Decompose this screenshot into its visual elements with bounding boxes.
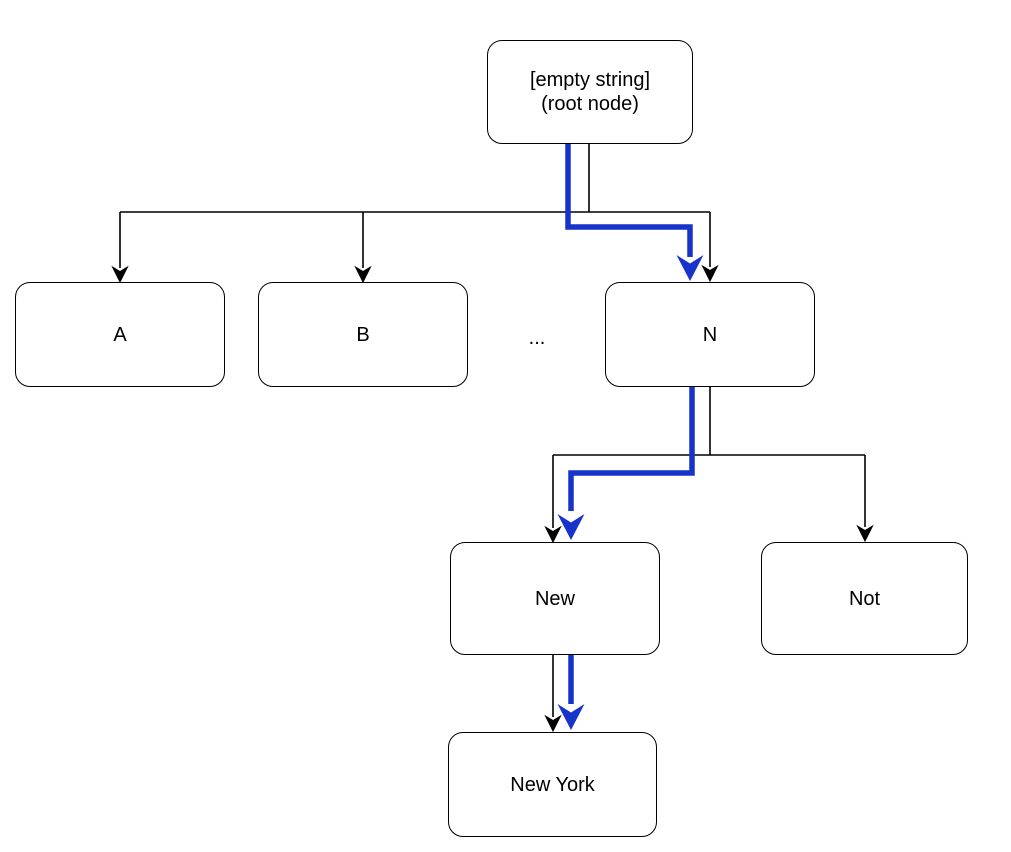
node-new-york: New York [448, 732, 657, 837]
node-not-label: Not [848, 587, 881, 610]
node-b: B [258, 282, 468, 387]
arrowhead-to-n [701, 264, 719, 283]
arrowhead-to-not [856, 524, 874, 543]
node-n-label: N [702, 323, 718, 346]
node-a-label: A [113, 323, 127, 346]
node-not: Not [761, 542, 968, 655]
arrowhead-to-new [544, 525, 562, 544]
node-new-label: New [534, 587, 575, 610]
node-root: [empty string] (root node) [487, 40, 693, 144]
node-new: New [450, 542, 660, 655]
highlight-arrowhead-new [557, 514, 585, 540]
ellipsis-label: ... [528, 326, 546, 349]
highlight-path-root-to-n [565, 143, 693, 257]
node-a: A [15, 282, 225, 387]
node-n: N [605, 282, 815, 387]
highlight-arrowhead-newyork [557, 704, 585, 730]
arrowhead-to-a [111, 265, 129, 284]
node-b-label: B [356, 323, 370, 346]
node-root-label-line2: (root node) [541, 93, 639, 115]
arrowhead-to-b [354, 265, 372, 284]
node-root-label-line1: [empty string] [529, 69, 651, 91]
node-new-york-label: New York [510, 773, 595, 796]
arrowhead-to-newyork [544, 714, 562, 733]
highlight-arrowhead-n [676, 255, 704, 281]
highlight-path-n-to-new [568, 387, 695, 511]
